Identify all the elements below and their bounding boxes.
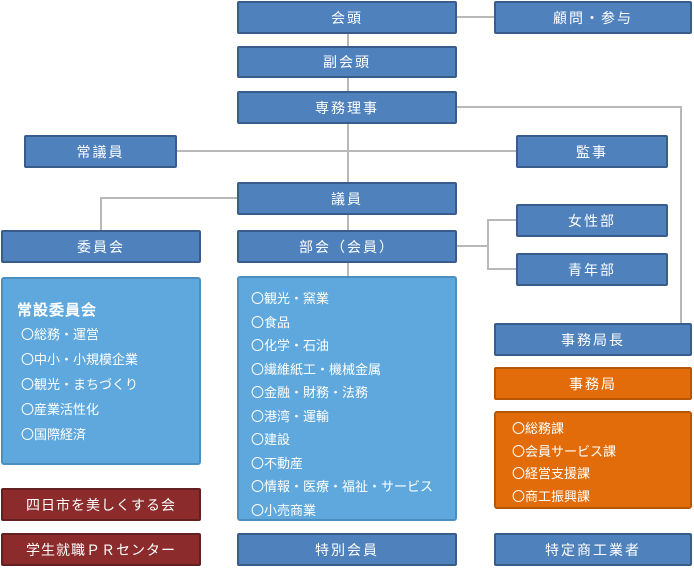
list-item: 〇建設 (251, 433, 291, 448)
youth-box: 青年部 (516, 253, 668, 286)
auditor-label: 監事 (576, 144, 608, 161)
list-item: 〇経営支援課 (512, 467, 591, 482)
standing-committees-title: 常設委員会 (17, 301, 98, 319)
list-item: 〇不動産 (251, 456, 304, 472)
secretariat-label: 事務局 (569, 376, 617, 393)
women-label: 女性部 (568, 213, 616, 230)
sections-box: 部会（会員） (237, 230, 457, 263)
committees-box: 委員会 (1, 230, 201, 263)
committees-label: 委員会 (77, 239, 125, 256)
list-item: 〇総務課 (512, 422, 565, 437)
women-box: 女性部 (516, 204, 668, 237)
student-pr-label: 学生就職ＰＲセンター (26, 542, 176, 559)
special-members-label: 特別会員 (315, 542, 379, 559)
line-sections-branches (457, 219, 516, 247)
list-item: 〇繊維紙工・機械金属 (251, 362, 382, 378)
executive-director-box: 専務理事 (237, 91, 457, 124)
beautify-label: 四日市を美しくする会 (26, 497, 176, 514)
list-item: 〇観光・まちづくり (21, 378, 139, 393)
list-item: 〇商工振興課 (512, 489, 591, 505)
list-item: 〇小売商業 (251, 503, 317, 519)
secretariat-box: 事務局 (494, 367, 692, 400)
members-box: 議員 (237, 182, 457, 215)
line-executive-secretariat (457, 106, 682, 323)
list-item: 〇情報・医療・福祉・サービス (251, 480, 434, 495)
chairman-label: 会頭 (331, 10, 363, 27)
youth-label: 青年部 (568, 262, 616, 279)
sections-label: 部会（会員） (299, 239, 395, 256)
standing-committees-list: 〇総務・運営 〇中小・小規模企業 〇観光・まちづくり 〇産業活性化 〇国際経済 (17, 323, 199, 448)
members-label: 議員 (331, 191, 363, 208)
list-item: 〇国際経済 (21, 428, 87, 443)
list-item: 〇化学・石油 (251, 339, 330, 354)
list-item: 〇総務・運営 (21, 328, 100, 343)
advisors-box: 顧問・参与 (494, 1, 692, 34)
beautify-box: 四日市を美しくする会 (1, 488, 201, 521)
executive-director-label: 専務理事 (315, 100, 379, 117)
line-members-committees (100, 197, 237, 230)
standing-members-box: 常議員 (24, 135, 177, 168)
secretary-general-box: 事務局長 (494, 323, 692, 356)
student-pr-box: 学生就職ＰＲセンター (1, 533, 201, 566)
chairman-box: 会頭 (237, 1, 457, 34)
vice-chairman-box: 副会頭 (237, 46, 457, 78)
advisors-label: 顧問・参与 (553, 10, 633, 27)
list-item: 〇観光・窯業 (251, 292, 330, 307)
special-members-box: 特別会員 (237, 533, 457, 566)
vice-chairman-label: 副会頭 (323, 55, 371, 71)
line-sections-youth (487, 246, 516, 270)
standing-members-label: 常議員 (76, 144, 125, 161)
secretary-general-label: 事務局長 (561, 332, 625, 349)
sections-panel: 〇観光・窯業 〇食品 〇化学・石油 〇繊維紙工・機械金属 〇金融・財務・法務 〇… (237, 276, 457, 521)
specified-businesses-label: 特定商工業者 (545, 542, 641, 559)
auditor-box: 監事 (516, 135, 668, 168)
sections-list: 〇観光・窯業 〇食品 〇化学・石油 〇繊維紙工・機械金属 〇金融・財務・法務 〇… (251, 288, 455, 523)
list-item: 〇港湾・運輸 (251, 409, 330, 425)
list-item: 〇中小・小規模企業 (21, 353, 139, 368)
secretariat-divisions-panel: 〇総務課 〇会員サービス課 〇経営支援課 〇商工振興課 (494, 411, 692, 509)
list-item: 〇食品 (251, 315, 291, 331)
secretariat-divisions-list: 〇総務課 〇会員サービス課 〇経営支援課 〇商工振興課 (512, 419, 690, 509)
list-item: 〇会員サービス課 (512, 444, 617, 460)
standing-committees-panel: 常設委員会 〇総務・運営 〇中小・小規模企業 〇観光・まちづくり 〇産業活性化 … (1, 277, 201, 465)
list-item: 〇金融・財務・法務 (251, 386, 369, 401)
list-item: 〇産業活性化 (21, 403, 100, 418)
specified-businesses-box: 特定商工業者 (494, 533, 692, 566)
